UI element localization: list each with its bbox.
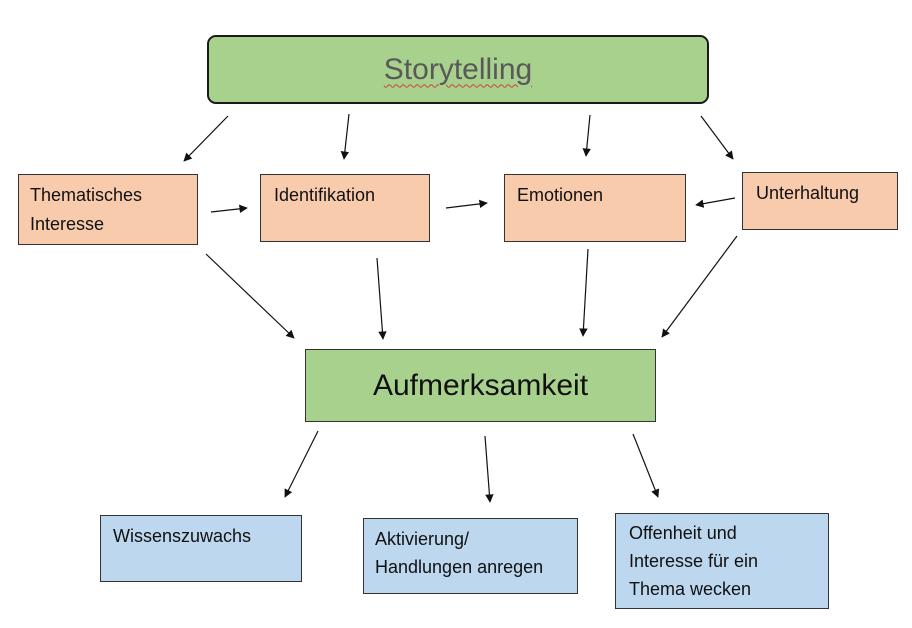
arrow-storytelling-to-thematisches-interesse — [183, 115, 229, 162]
aufmerksamkeit-node: Aufmerksamkeit — [305, 349, 656, 422]
arrow-thematisches-to-aufmerksamkeit — [205, 253, 295, 339]
arrow-identifikation-to-emotionen — [445, 199, 488, 209]
arrow-storytelling-to-emotionen — [582, 114, 591, 157]
factor-unterhaltung: Unterhaltung — [742, 172, 898, 230]
outcome-wissenszuwachs: Wissenszuwachs — [100, 515, 302, 582]
aufmerksamkeit-label: Aufmerksamkeit — [372, 368, 589, 402]
storytelling-node: Storytelling — [207, 35, 709, 104]
outcome-aktivierung: Aktivierung/ Handlungen anregen — [363, 518, 578, 594]
arrow-unterhaltung-to-aufmerksamkeit — [661, 235, 738, 338]
factor-identifikation: Identifikation — [260, 174, 430, 242]
arrow-storytelling-to-identifikation — [340, 113, 350, 160]
factor-thematisches-interesse: Thematisches Interesse — [18, 174, 198, 245]
storytelling-label: Storytelling — [383, 52, 533, 86]
arrow-emotionen-to-aufmerksamkeit — [579, 248, 589, 337]
arrow-storytelling-to-unterhaltung — [700, 115, 734, 160]
arrow-aufmerksamkeit-to-offenheit — [632, 433, 660, 498]
arrow-aufmerksamkeit-to-wissenszuwachs — [284, 430, 319, 498]
outcome-offenheit: Offenheit und Interesse für ein Thema we… — [615, 513, 829, 609]
arrow-thematisches-to-identifikation — [210, 204, 248, 214]
arrow-aufmerksamkeit-to-aktivierung — [484, 435, 494, 503]
factor-emotionen: Emotionen — [504, 174, 686, 242]
arrow-unterhaltung-to-emotionen — [695, 197, 736, 208]
arrow-identifikation-to-aufmerksamkeit — [376, 257, 387, 340]
